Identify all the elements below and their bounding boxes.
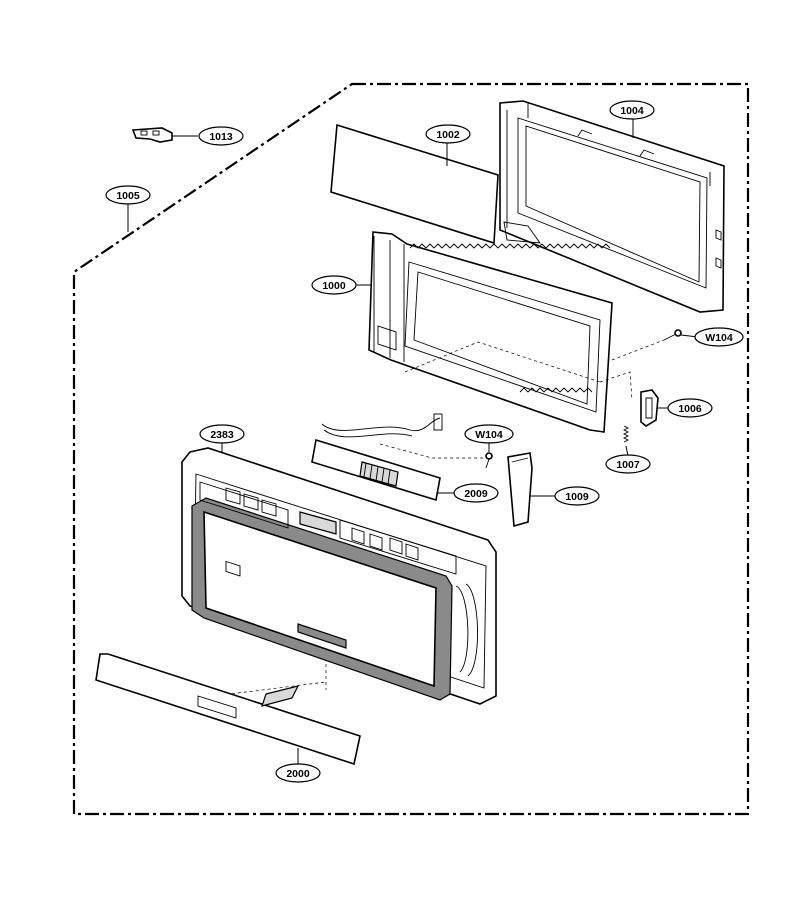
callout-1007: 1007 (605, 454, 651, 474)
svg-text:1007: 1007 (616, 459, 640, 471)
callout-1006: 1006 (667, 398, 713, 418)
svg-text:1006: 1006 (678, 403, 702, 415)
guide-line-4 (379, 443, 484, 459)
svg-text:1013: 1013 (209, 131, 233, 143)
guide-line-2 (599, 371, 633, 401)
part-1006-latch (640, 389, 670, 427)
part-2000-trim-bar (95, 653, 361, 766)
svg-text:1004: 1004 (620, 105, 644, 117)
callout-1002: 1002 (425, 124, 471, 144)
part-1013-bracket (131, 127, 198, 143)
callout-2009: 2009 (453, 483, 499, 503)
part-w104-screw-upper (663, 329, 699, 341)
callout-w104-upper: W104 (694, 327, 744, 347)
wire-harness (321, 413, 443, 438)
part-1002-panel (330, 123, 499, 245)
part-2383-front-door (181, 442, 497, 705)
svg-text:1002: 1002 (436, 129, 460, 141)
callout-1000: 1000 (311, 275, 357, 295)
part-1009-handle-cover (507, 452, 556, 528)
svg-text:2000: 2000 (286, 768, 310, 780)
assembly-boundary (72, 82, 750, 816)
svg-text:W104: W104 (475, 429, 503, 441)
callout-w104-lower: W104 (464, 424, 514, 444)
callout-1005: 1005 (105, 185, 151, 205)
guide-line-6 (213, 681, 327, 697)
callout-1004: 1004 (609, 100, 655, 120)
svg-text:1005: 1005 (116, 190, 140, 202)
callout-1013: 1013 (198, 126, 244, 146)
part-1000-door-frame (350, 231, 613, 433)
svg-text:1009: 1009 (565, 491, 589, 503)
svg-text:W104: W104 (705, 332, 733, 344)
part-w104-screw-lower (485, 443, 493, 469)
part-1007-spring (622, 425, 630, 457)
callout-1009: 1009 (554, 486, 600, 506)
callout-2383: 2383 (199, 424, 245, 444)
svg-text:2383: 2383 (210, 429, 234, 441)
callout-2000: 2000 (275, 763, 321, 783)
guide-line-3 (611, 339, 665, 361)
guide-line-1 (404, 341, 601, 383)
part-2009-control-board (311, 438, 456, 502)
svg-text:1000: 1000 (322, 280, 346, 292)
svg-text:2009: 2009 (464, 488, 488, 500)
part-1004-frame (499, 100, 725, 313)
